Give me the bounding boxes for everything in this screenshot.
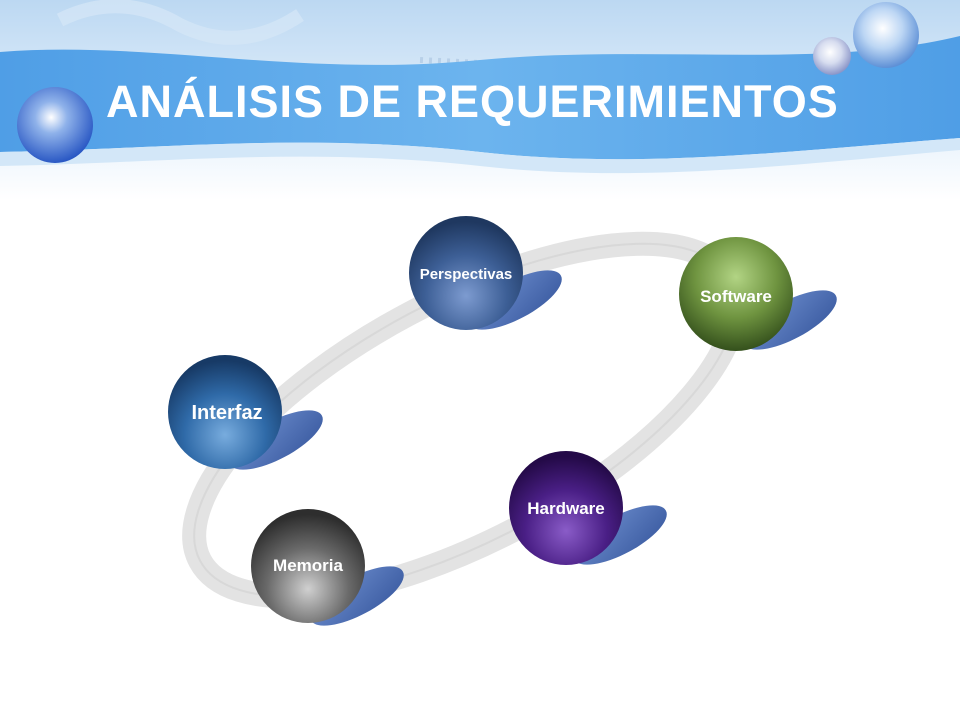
header-banner: [0, 0, 960, 200]
node-hardware[interactable]: Hardware: [509, 451, 675, 576]
node-sphere: [509, 451, 623, 565]
node-label: Software: [700, 287, 772, 306]
decor-bubble-icon: [813, 37, 851, 75]
node-sphere: [409, 216, 523, 330]
decor-bubble-icon: [853, 2, 919, 68]
node-label: Memoria: [273, 556, 343, 575]
node-memoria[interactable]: Memoria: [251, 509, 412, 637]
page-title: ANÁLISIS DE REQUERIMIENTOS: [106, 76, 839, 127]
node-perspectivas[interactable]: Perspectivas: [409, 216, 570, 341]
requirements-diagram: Perspectivas Software Interfaz Hardware …: [168, 216, 845, 637]
node-sphere: [168, 355, 282, 469]
node-interfaz[interactable]: Interfaz: [168, 355, 331, 481]
node-sphere: [679, 237, 793, 351]
node-label: Interfaz: [191, 402, 262, 424]
decor-bubble-icon: [17, 87, 93, 163]
node-sphere: [251, 509, 365, 623]
node-label: Perspectivas: [420, 266, 513, 283]
node-software[interactable]: Software: [679, 237, 845, 361]
node-label: Hardware: [527, 499, 604, 518]
